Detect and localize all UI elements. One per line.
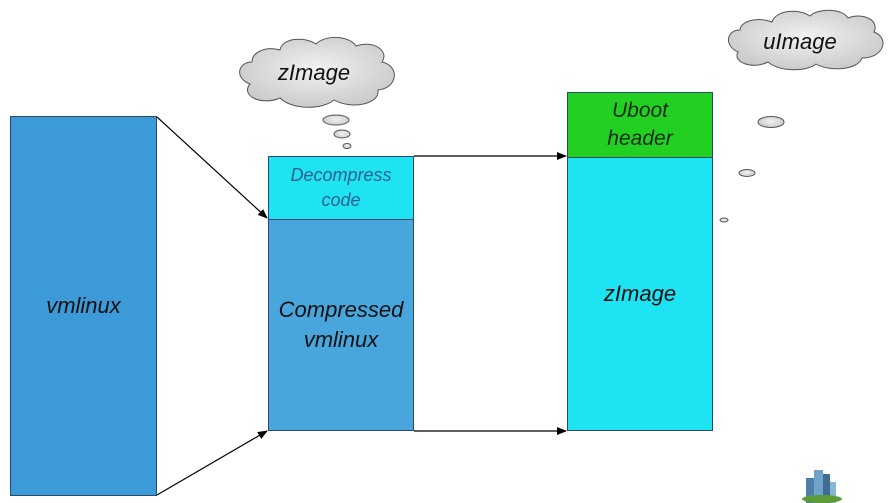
compressed-vmlinux-line1: Compressed [278, 297, 404, 322]
decompress-code-block: Decompress code [268, 156, 414, 220]
arrow-vmlinux-top-to-decompress [156, 116, 268, 219]
zimage-label: zImage [603, 281, 677, 306]
uboot-header-block: Uboot header [567, 92, 713, 158]
thought-cloud-uimage [719, 9, 884, 223]
cloud-zimage-label: zImage [277, 60, 351, 85]
building-logo [802, 470, 842, 503]
compressed-vmlinux-block: Compressed vmlinux [268, 219, 414, 431]
thought-cloud-zimage [239, 37, 395, 149]
decompress-code-line2: code [321, 190, 361, 210]
compressed-vmlinux-line2: vmlinux [303, 327, 379, 352]
uboot-header-line1: Uboot [611, 99, 669, 122]
arrow-vmlinux-bottom-to-compressed [156, 430, 268, 496]
vmlinux-label: vmlinux [46, 293, 121, 318]
vmlinux-block: vmlinux [10, 116, 157, 496]
zimage-block: zImage [567, 157, 713, 431]
uboot-header-line2: header [607, 127, 673, 150]
cloud-uimage-label: uImage [763, 29, 837, 54]
decompress-code-line1: Decompress [290, 165, 392, 185]
